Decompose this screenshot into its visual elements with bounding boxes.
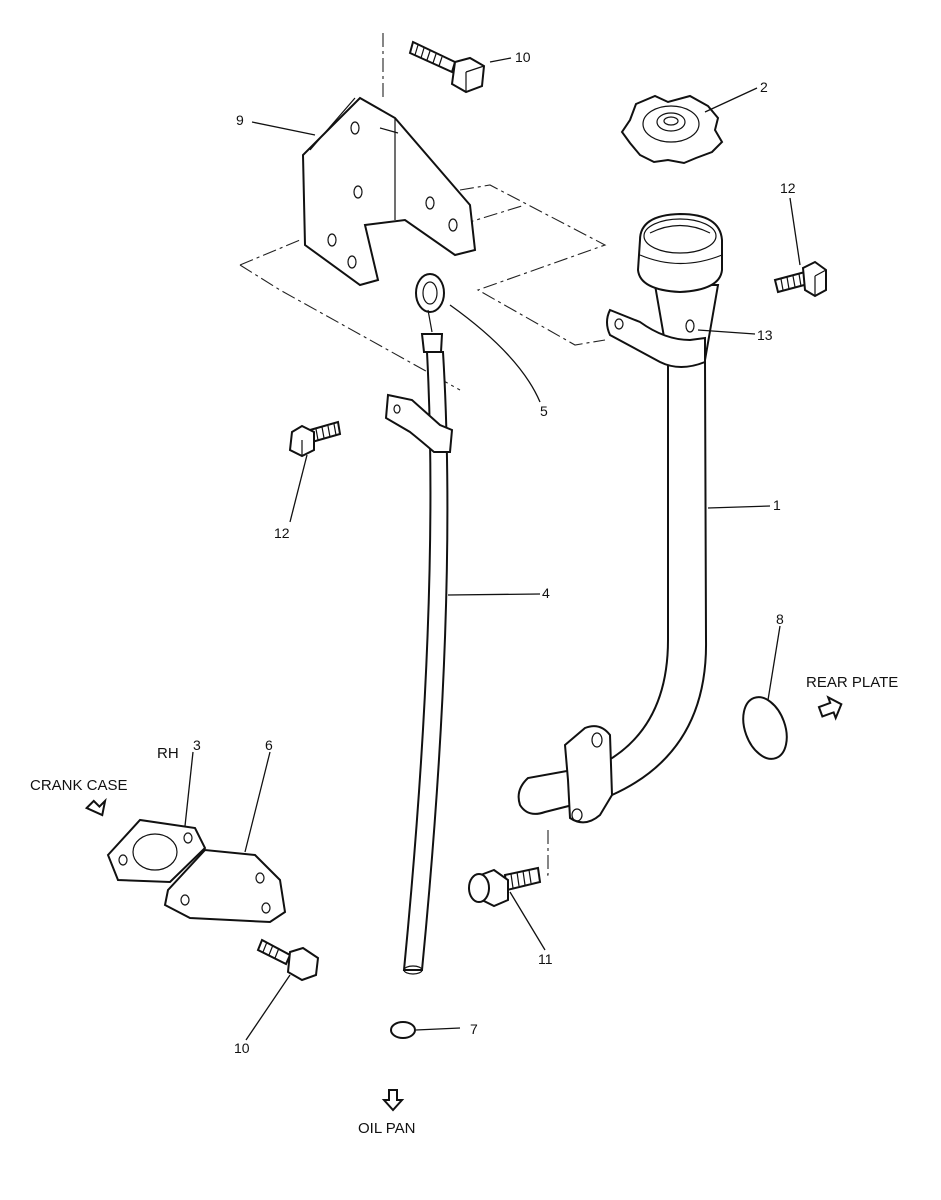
label-part-10-bottom: 10 [234,1040,250,1056]
bolt-part-12-left [288,420,342,458]
label-part-11: 11 [538,951,553,967]
annotation-rh: RH [157,745,179,762]
label-part-9: 9 [236,112,244,128]
label-part-1: 1 [773,497,781,513]
label-part-6: 6 [265,737,273,753]
label-part-8: 8 [776,611,784,627]
label-part-12-right: 12 [780,180,796,196]
label-part-13: 13 [757,327,773,343]
cover-plate-part-6 [163,848,287,924]
o-ring-part-7 [390,1021,416,1039]
dipstick-tube-part-4 [384,351,454,975]
annotation-crank-case: CRANK CASE [30,777,128,794]
bolt-part-10-bottom [256,938,320,982]
cap-part-2 [620,94,724,165]
arrow-crank-case-icon [84,797,107,817]
bracket-part-9 [301,96,477,287]
dipstick-part-5 [415,273,445,353]
annotation-rear-plate: REAR PLATE [806,674,898,691]
label-part-3: 3 [193,737,201,753]
bolt-part-12-right [773,260,827,298]
label-part-2: 2 [760,79,768,95]
label-part-7: 7 [470,1021,478,1037]
bolt-part-10-top [408,40,486,94]
arrow-oil-pan-icon [381,1089,405,1112]
arrow-rear-plate-icon [817,695,843,721]
label-part-5: 5 [540,403,548,419]
leader-lines [184,57,801,1041]
filler-pipe-part-1 [517,212,723,824]
annotation-oil-pan: OIL PAN [358,1120,416,1137]
bolt-part-11 [468,866,542,908]
label-part-4: 4 [542,585,550,601]
label-part-10-top: 10 [515,49,531,65]
gasket-part-3 [106,818,207,884]
o-ring-part-8 [742,696,788,760]
label-part-12-left: 12 [274,525,290,541]
assembly-lines [239,33,607,876]
